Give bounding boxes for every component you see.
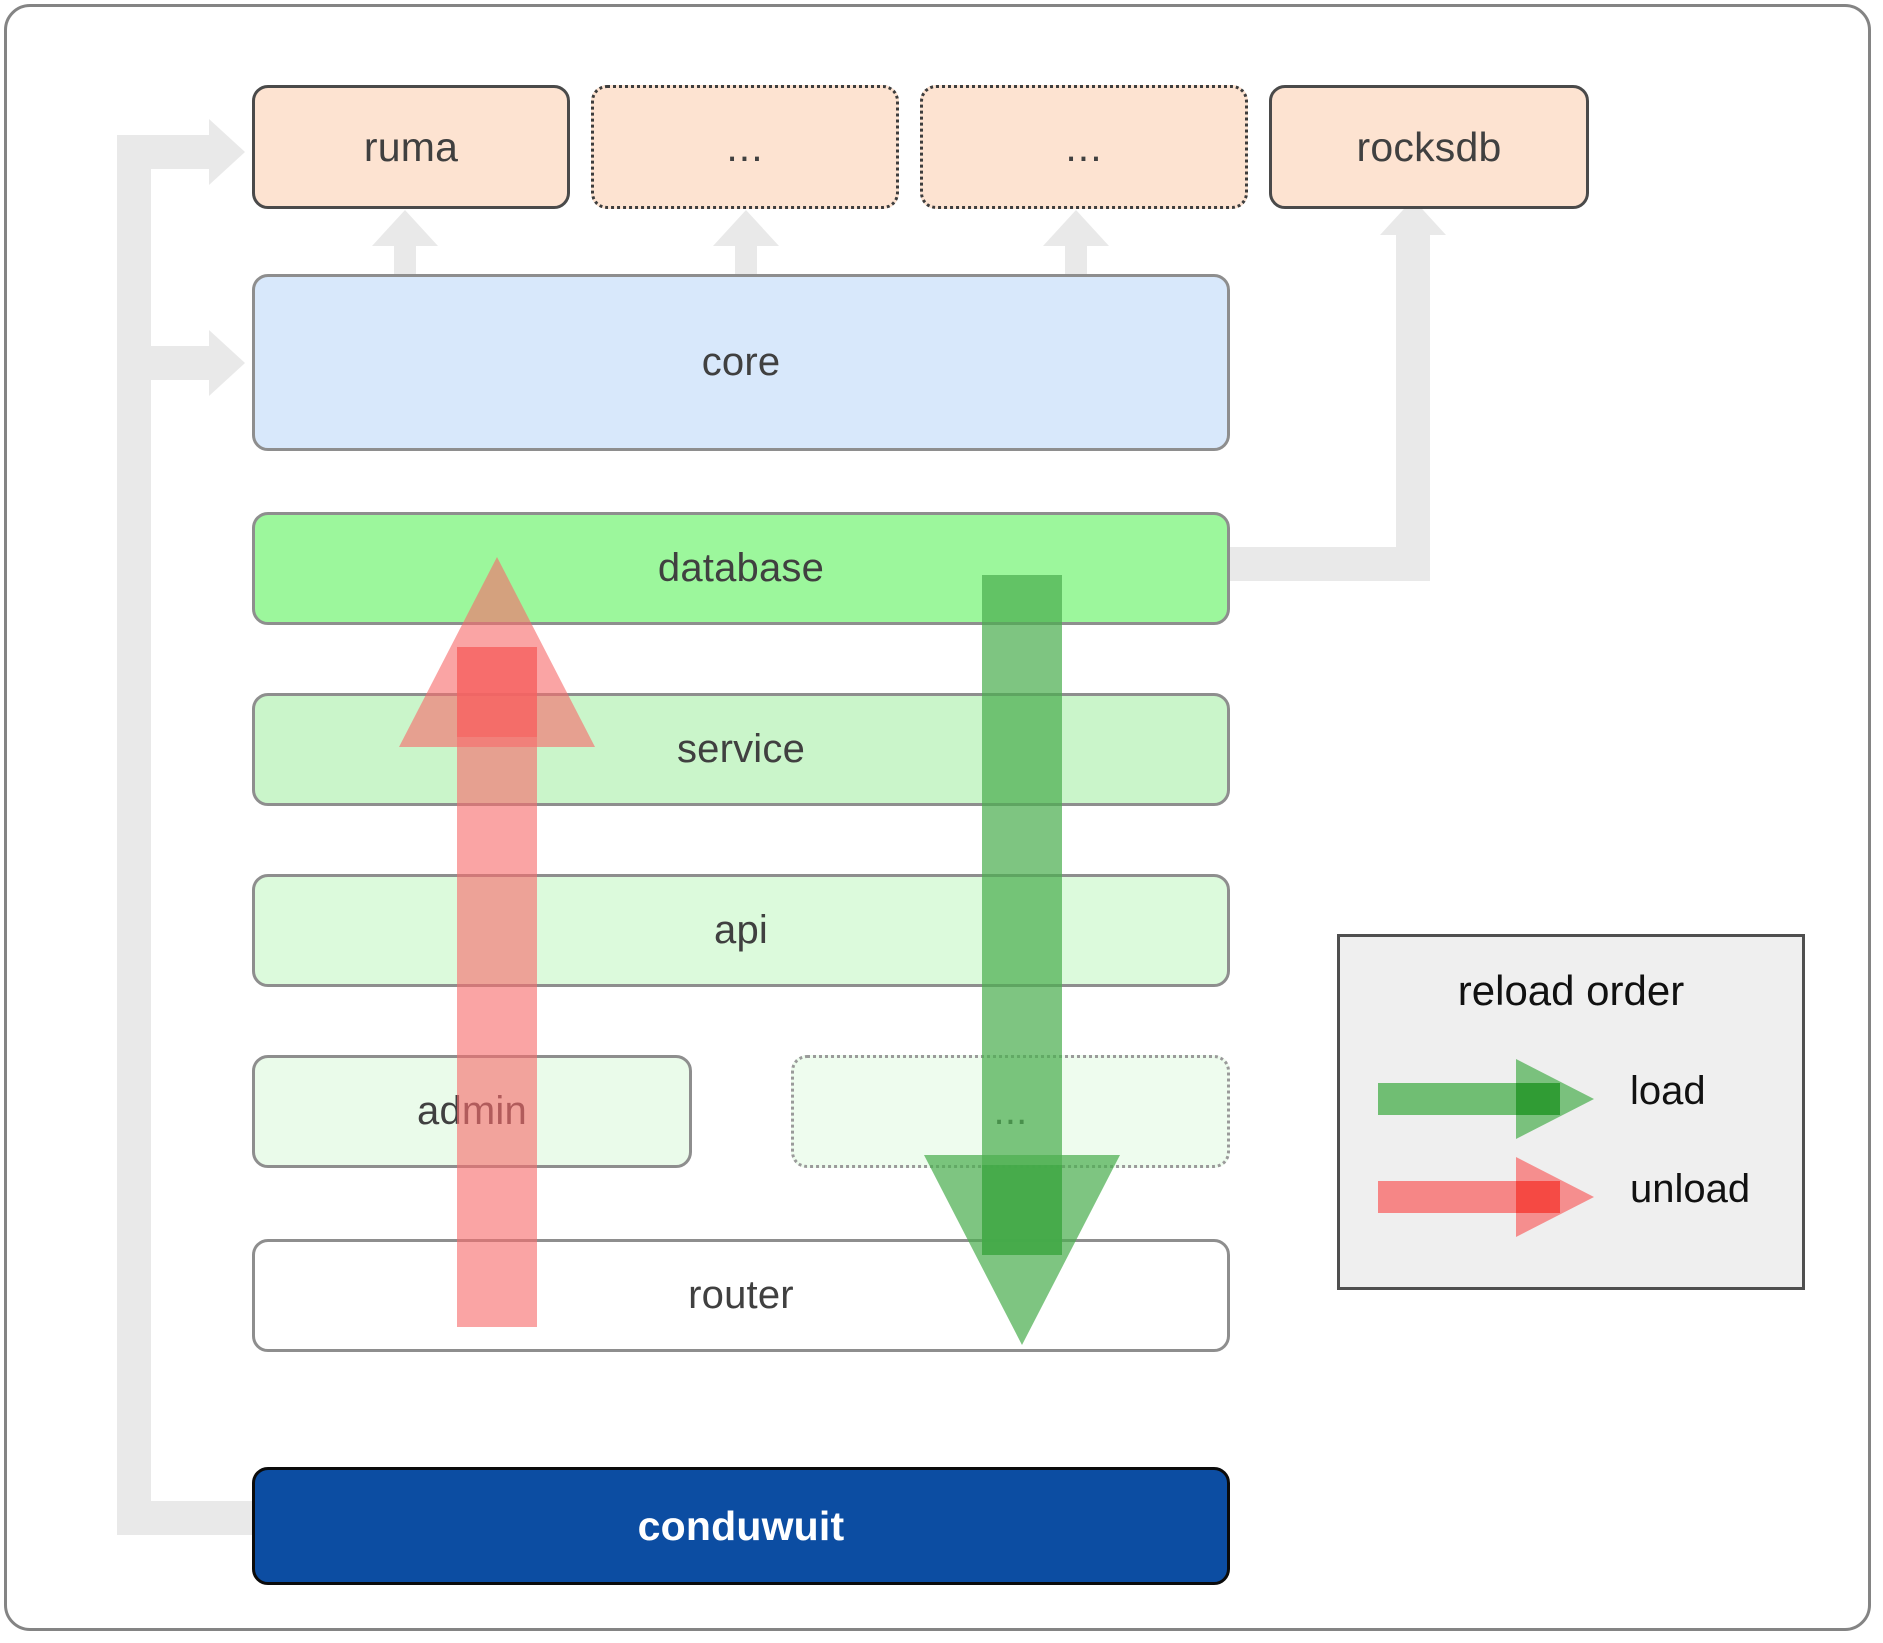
layer-database[interactable]: database bbox=[252, 512, 1230, 625]
dep-rocksdb-label: rocksdb bbox=[1356, 123, 1502, 170]
connector-core-to-ruma-stem bbox=[394, 239, 416, 279]
layer-router-label: router bbox=[688, 1273, 794, 1317]
layer-ellipsis-label: ... bbox=[993, 1089, 1028, 1133]
dep-ruma[interactable]: ruma bbox=[252, 85, 570, 209]
legend-item-load: load bbox=[1378, 1059, 1778, 1139]
layer-admin-label: admin bbox=[417, 1089, 527, 1133]
dep-ruma-label: ruma bbox=[363, 123, 459, 170]
connector-core-to-ruma-arrowhead bbox=[372, 210, 438, 246]
layer-core-label: core bbox=[701, 340, 781, 384]
legend-panel: reload order load unload bbox=[1337, 934, 1805, 1290]
layer-service-label: service bbox=[676, 727, 806, 771]
dep-ellipsis-1-label: ... bbox=[726, 123, 764, 170]
connector-left-bottom-horizontal bbox=[117, 1501, 257, 1535]
dep-ellipsis-1[interactable]: ... bbox=[591, 85, 899, 209]
diagram-frame: ruma ... ... rocksdb core database servi… bbox=[4, 4, 1871, 1631]
connector-core-to-ellipsis1-stem bbox=[735, 239, 757, 279]
connector-db-to-rocksdb-vertical bbox=[1396, 235, 1430, 581]
connector-db-to-rocksdb-horizontal bbox=[1230, 547, 1413, 581]
layer-admin[interactable]: admin bbox=[252, 1055, 692, 1168]
legend-item-unload: unload bbox=[1378, 1157, 1778, 1237]
legend-unload-notch bbox=[1516, 1181, 1560, 1213]
connector-core-to-ellipsis2-stem bbox=[1065, 239, 1087, 279]
connector-to-core-arrowhead bbox=[209, 330, 245, 396]
dep-rocksdb[interactable]: rocksdb bbox=[1269, 85, 1589, 209]
layer-ellipsis[interactable]: ... bbox=[791, 1055, 1230, 1168]
connector-left-vertical bbox=[117, 135, 151, 1535]
layer-api[interactable]: api bbox=[252, 874, 1230, 987]
app-conduwuit[interactable]: conduwuit bbox=[252, 1467, 1230, 1585]
connector-core-to-ellipsis1-arrowhead bbox=[713, 210, 779, 246]
connector-to-core-stem bbox=[117, 346, 209, 380]
legend-load-label: load bbox=[1630, 1069, 1706, 1113]
legend-title: reload order bbox=[1457, 967, 1685, 1014]
layer-service[interactable]: service bbox=[252, 693, 1230, 806]
legend-load-notch bbox=[1516, 1083, 1560, 1115]
dep-ellipsis-2[interactable]: ... bbox=[920, 85, 1248, 209]
legend-unload-label: unload bbox=[1630, 1167, 1751, 1211]
dep-ellipsis-2-label: ... bbox=[1065, 123, 1103, 170]
layer-database-label: database bbox=[657, 546, 825, 590]
app-conduwuit-label: conduwuit bbox=[637, 1502, 845, 1549]
connector-core-to-ellipsis2-arrowhead bbox=[1043, 210, 1109, 246]
layer-api-label: api bbox=[714, 908, 768, 952]
connector-to-ruma-stem bbox=[117, 135, 209, 169]
connector-to-ruma-arrowhead bbox=[209, 119, 245, 185]
layer-core[interactable]: core bbox=[252, 274, 1230, 451]
layer-router[interactable]: router bbox=[252, 1239, 1230, 1352]
